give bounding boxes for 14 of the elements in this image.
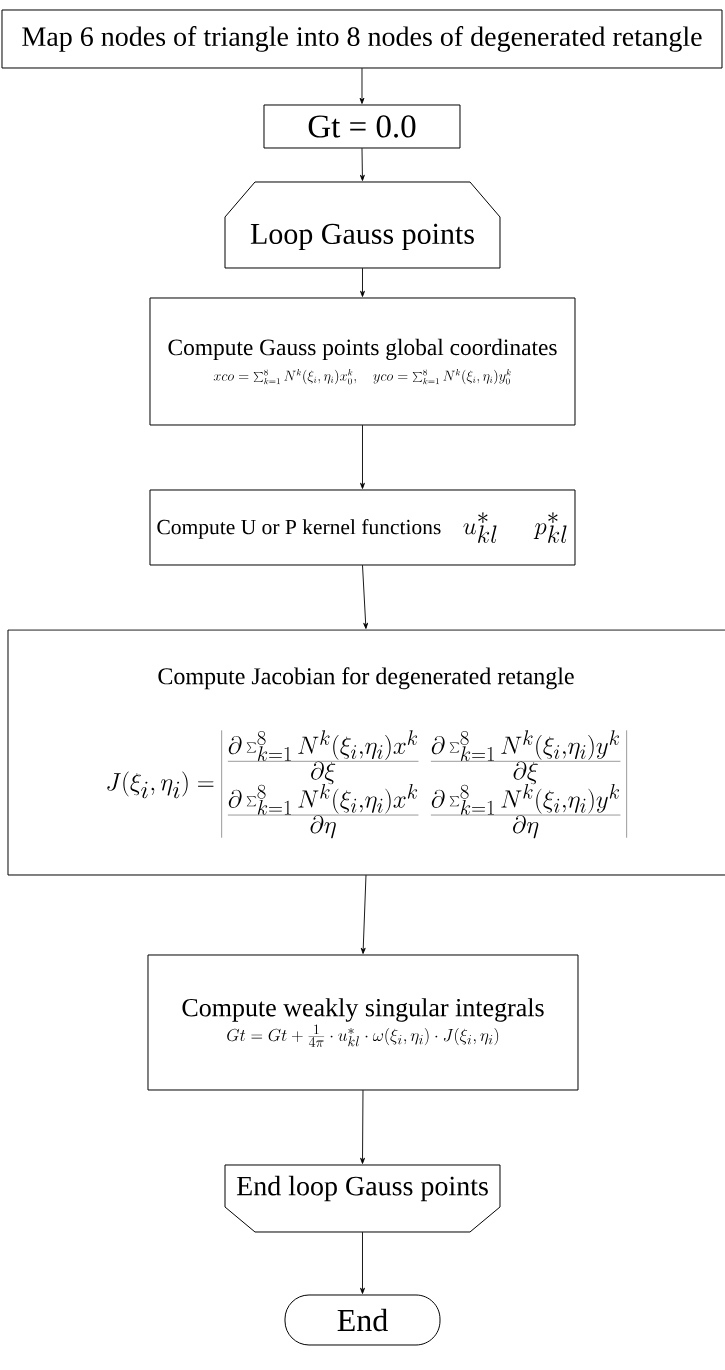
process-box: Compute Jacobian for degenerated retangle $J(\xi_i,\eta_i) = \begin{array}{|cc|} \frac{\partial \sum_{k=1}^{8} N^{k}(\xi_i,\eta_i) x^{k}}{\partial\xi} & \frac{\partial \sum_{k=1}^{8} N^{k}(\xi_i,\eta_i) y^{k}}{\partial\xi} \\ \frac{\partial \sum_{k=1}^{8} N^{k}(\xi_i,\eta_i) x^{k}}{\partial\eta} & \frac{\partial \sum_{k=1}^{8} N^{k}(\xi_i,\eta_i) y^{k}}{\partial\eta} \end{array}$ [7, 629, 725, 876]
process-box: Gt = 0.0 [263, 104, 461, 149]
arrow [362, 564, 369, 629]
arrow [359, 67, 365, 104]
arrow [360, 424, 365, 489]
arrow [360, 1089, 365, 1164]
process-box: Compute Gauss points global coordinates $xco = \sum_{k=1}^{8} N^{k}(\xi_i,\eta_i) x_0^{k}, \quad yco = \sum_{k=1}^{8} N^{k}(\xi_i,\eta_i) y_0^{k}$ [149, 297, 576, 426]
arrow [360, 267, 365, 297]
arrow [359, 147, 365, 181]
arrow [360, 1231, 365, 1294]
arrow [360, 874, 367, 954]
process-box: Compute U or P kernel functions $u^{*}_{kl} \quad p^{*}_{kl}$ [149, 489, 576, 566]
process-box: Map 6 nodes of triangle into 8 nodes of degenerated retangle [1, 9, 723, 69]
process-box: Compute weakly singular integrals $Gt = Gt + \frac{1}{4\pi}\cdot u^{*}_{kl} \cdot \omega(\xi_i,\eta_i) \cdot J(\xi_i,\eta_i)$ [147, 954, 579, 1091]
